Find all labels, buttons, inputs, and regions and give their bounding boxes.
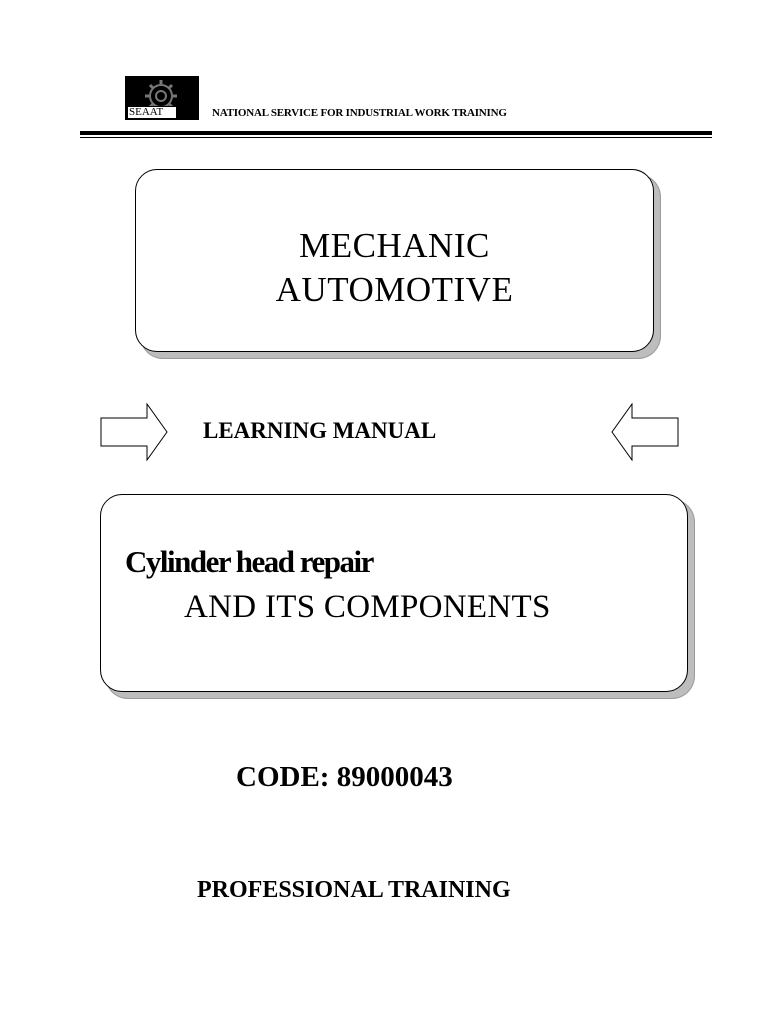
- manual-type: LEARNING MANUAL: [203, 418, 437, 443]
- topic-box: Cylinder head repair AND ITS COMPONENTS: [100, 494, 688, 692]
- title-line-2: AUTOMOTIVE: [275, 270, 514, 309]
- footer-title: PROFESSIONAL TRAINING: [197, 877, 511, 903]
- topic-line-1: Cylinder head repair: [125, 544, 374, 579]
- logo-label: SEAAT: [127, 106, 177, 119]
- title-box: MECHANIC AUTOMOTIVE: [135, 169, 654, 352]
- header-rule-thin: [80, 137, 712, 138]
- left-arrow-icon: [611, 403, 679, 461]
- organization-name: NATIONAL SERVICE FOR INDUSTRIAL WORK TRA…: [212, 107, 507, 119]
- title-line-1: MECHANIC: [299, 226, 490, 265]
- topic-line-2: AND ITS COMPONENTS: [184, 589, 551, 625]
- header-rule-thick: [80, 131, 712, 135]
- course-code: CODE: 89000043: [236, 761, 453, 793]
- right-arrow-icon: [100, 403, 168, 461]
- organization-logo: SEAAT: [125, 76, 199, 120]
